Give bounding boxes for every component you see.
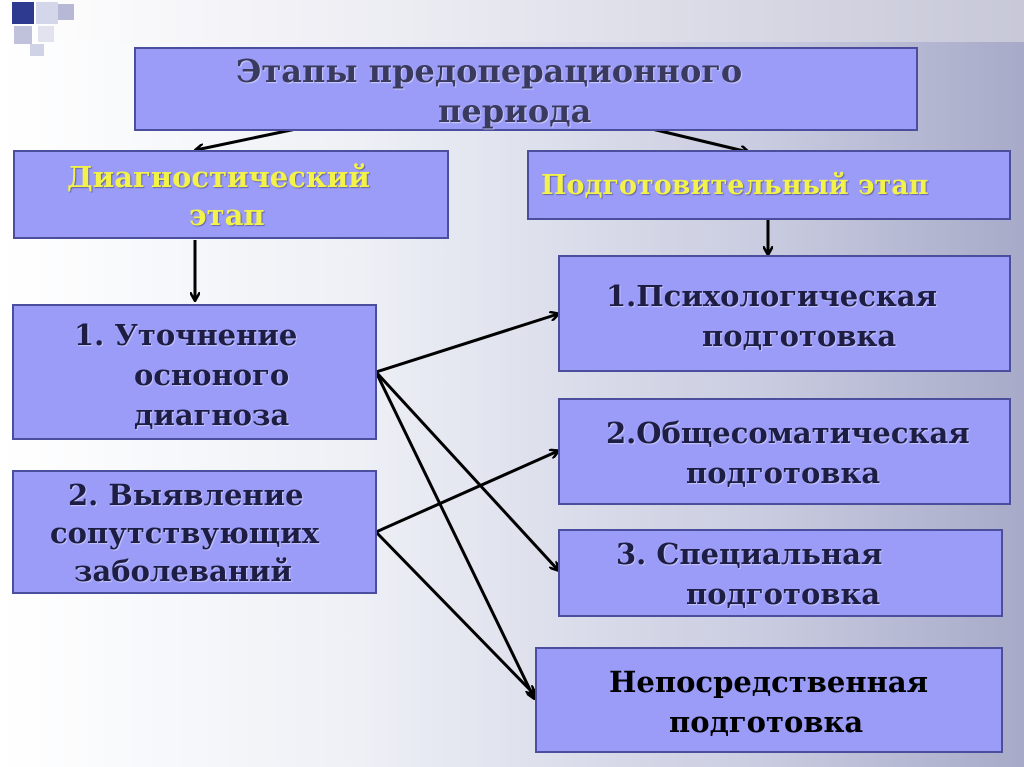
decor-square bbox=[38, 26, 54, 42]
diagnostic-stage-line-1: Диагностический bbox=[67, 160, 370, 194]
preparation-item-psychological-line-1: 1.Психологическая bbox=[606, 279, 938, 313]
arrow-title-to-preparatory bbox=[651, 127, 748, 152]
preparation-item-general-somatic-line-2: подготовка bbox=[686, 456, 881, 490]
arrow-item2-to-general bbox=[375, 451, 558, 534]
diagnostic-item-2-line-3: заболеваний bbox=[74, 554, 293, 588]
diagnostic-item-2-line-2: сопутствующих bbox=[50, 516, 320, 550]
title-line-2: периода bbox=[438, 92, 592, 130]
preparation-item-immediate: Непосредственная подготовка bbox=[535, 647, 1003, 753]
arrow-item1-to-special bbox=[374, 370, 558, 570]
diagnostic-item-1-line-3: диагноза bbox=[134, 398, 290, 432]
decor-square bbox=[14, 26, 32, 44]
preparation-item-psychological-line-2: подготовка bbox=[702, 319, 897, 353]
diagnostic-item-2: 2. Выявление сопутствующих заболеваний bbox=[12, 470, 377, 594]
diagnostic-item-2-line-1: 2. Выявление bbox=[68, 478, 304, 512]
diagnostic-item-1: 1. Уточнение осноного диагноза bbox=[12, 304, 377, 440]
arrow-item1-to-immediate bbox=[374, 371, 534, 698]
diagnostic-stage-box: Диагностический этап bbox=[13, 150, 449, 239]
arrow-item1-to-psych bbox=[375, 314, 558, 374]
preparation-item-immediate-line-2: подготовка bbox=[669, 705, 864, 739]
decor-square bbox=[36, 2, 58, 24]
decor-square bbox=[30, 44, 44, 56]
preparation-item-immediate-line-1: Непосредственная bbox=[609, 665, 929, 699]
title-line-1: Этапы предоперационного bbox=[236, 52, 743, 90]
preparation-item-special: 3. Специальная подготовка bbox=[558, 529, 1003, 617]
decor-square bbox=[58, 4, 74, 20]
slide-header-band bbox=[0, 0, 1024, 42]
diagnostic-item-1-line-2: осноного bbox=[134, 358, 290, 392]
arrow-title-to-diagnostic bbox=[196, 127, 297, 150]
diagnostic-item-1-line-1: 1. Уточнение bbox=[74, 318, 298, 352]
title-box: Этапы предоперационного периода bbox=[134, 47, 918, 131]
preparation-item-psychological: 1.Психологическая подготовка bbox=[558, 255, 1011, 372]
decor-square bbox=[12, 2, 34, 24]
preparatory-stage-box: Подготовительный этап bbox=[527, 150, 1011, 220]
preparation-item-general-somatic: 2.Общесоматическая подготовка bbox=[558, 398, 1011, 505]
preparation-item-special-line-2: подготовка bbox=[686, 577, 881, 611]
preparation-item-special-line-1: 3. Специальная bbox=[616, 537, 883, 571]
arrow-item2-to-immediate bbox=[374, 530, 534, 694]
diagnostic-stage-line-2: этап bbox=[189, 198, 265, 232]
preparation-item-general-somatic-line-1: 2.Общесоматическая bbox=[606, 416, 970, 450]
preparatory-stage-label: Подготовительный этап bbox=[541, 170, 929, 201]
